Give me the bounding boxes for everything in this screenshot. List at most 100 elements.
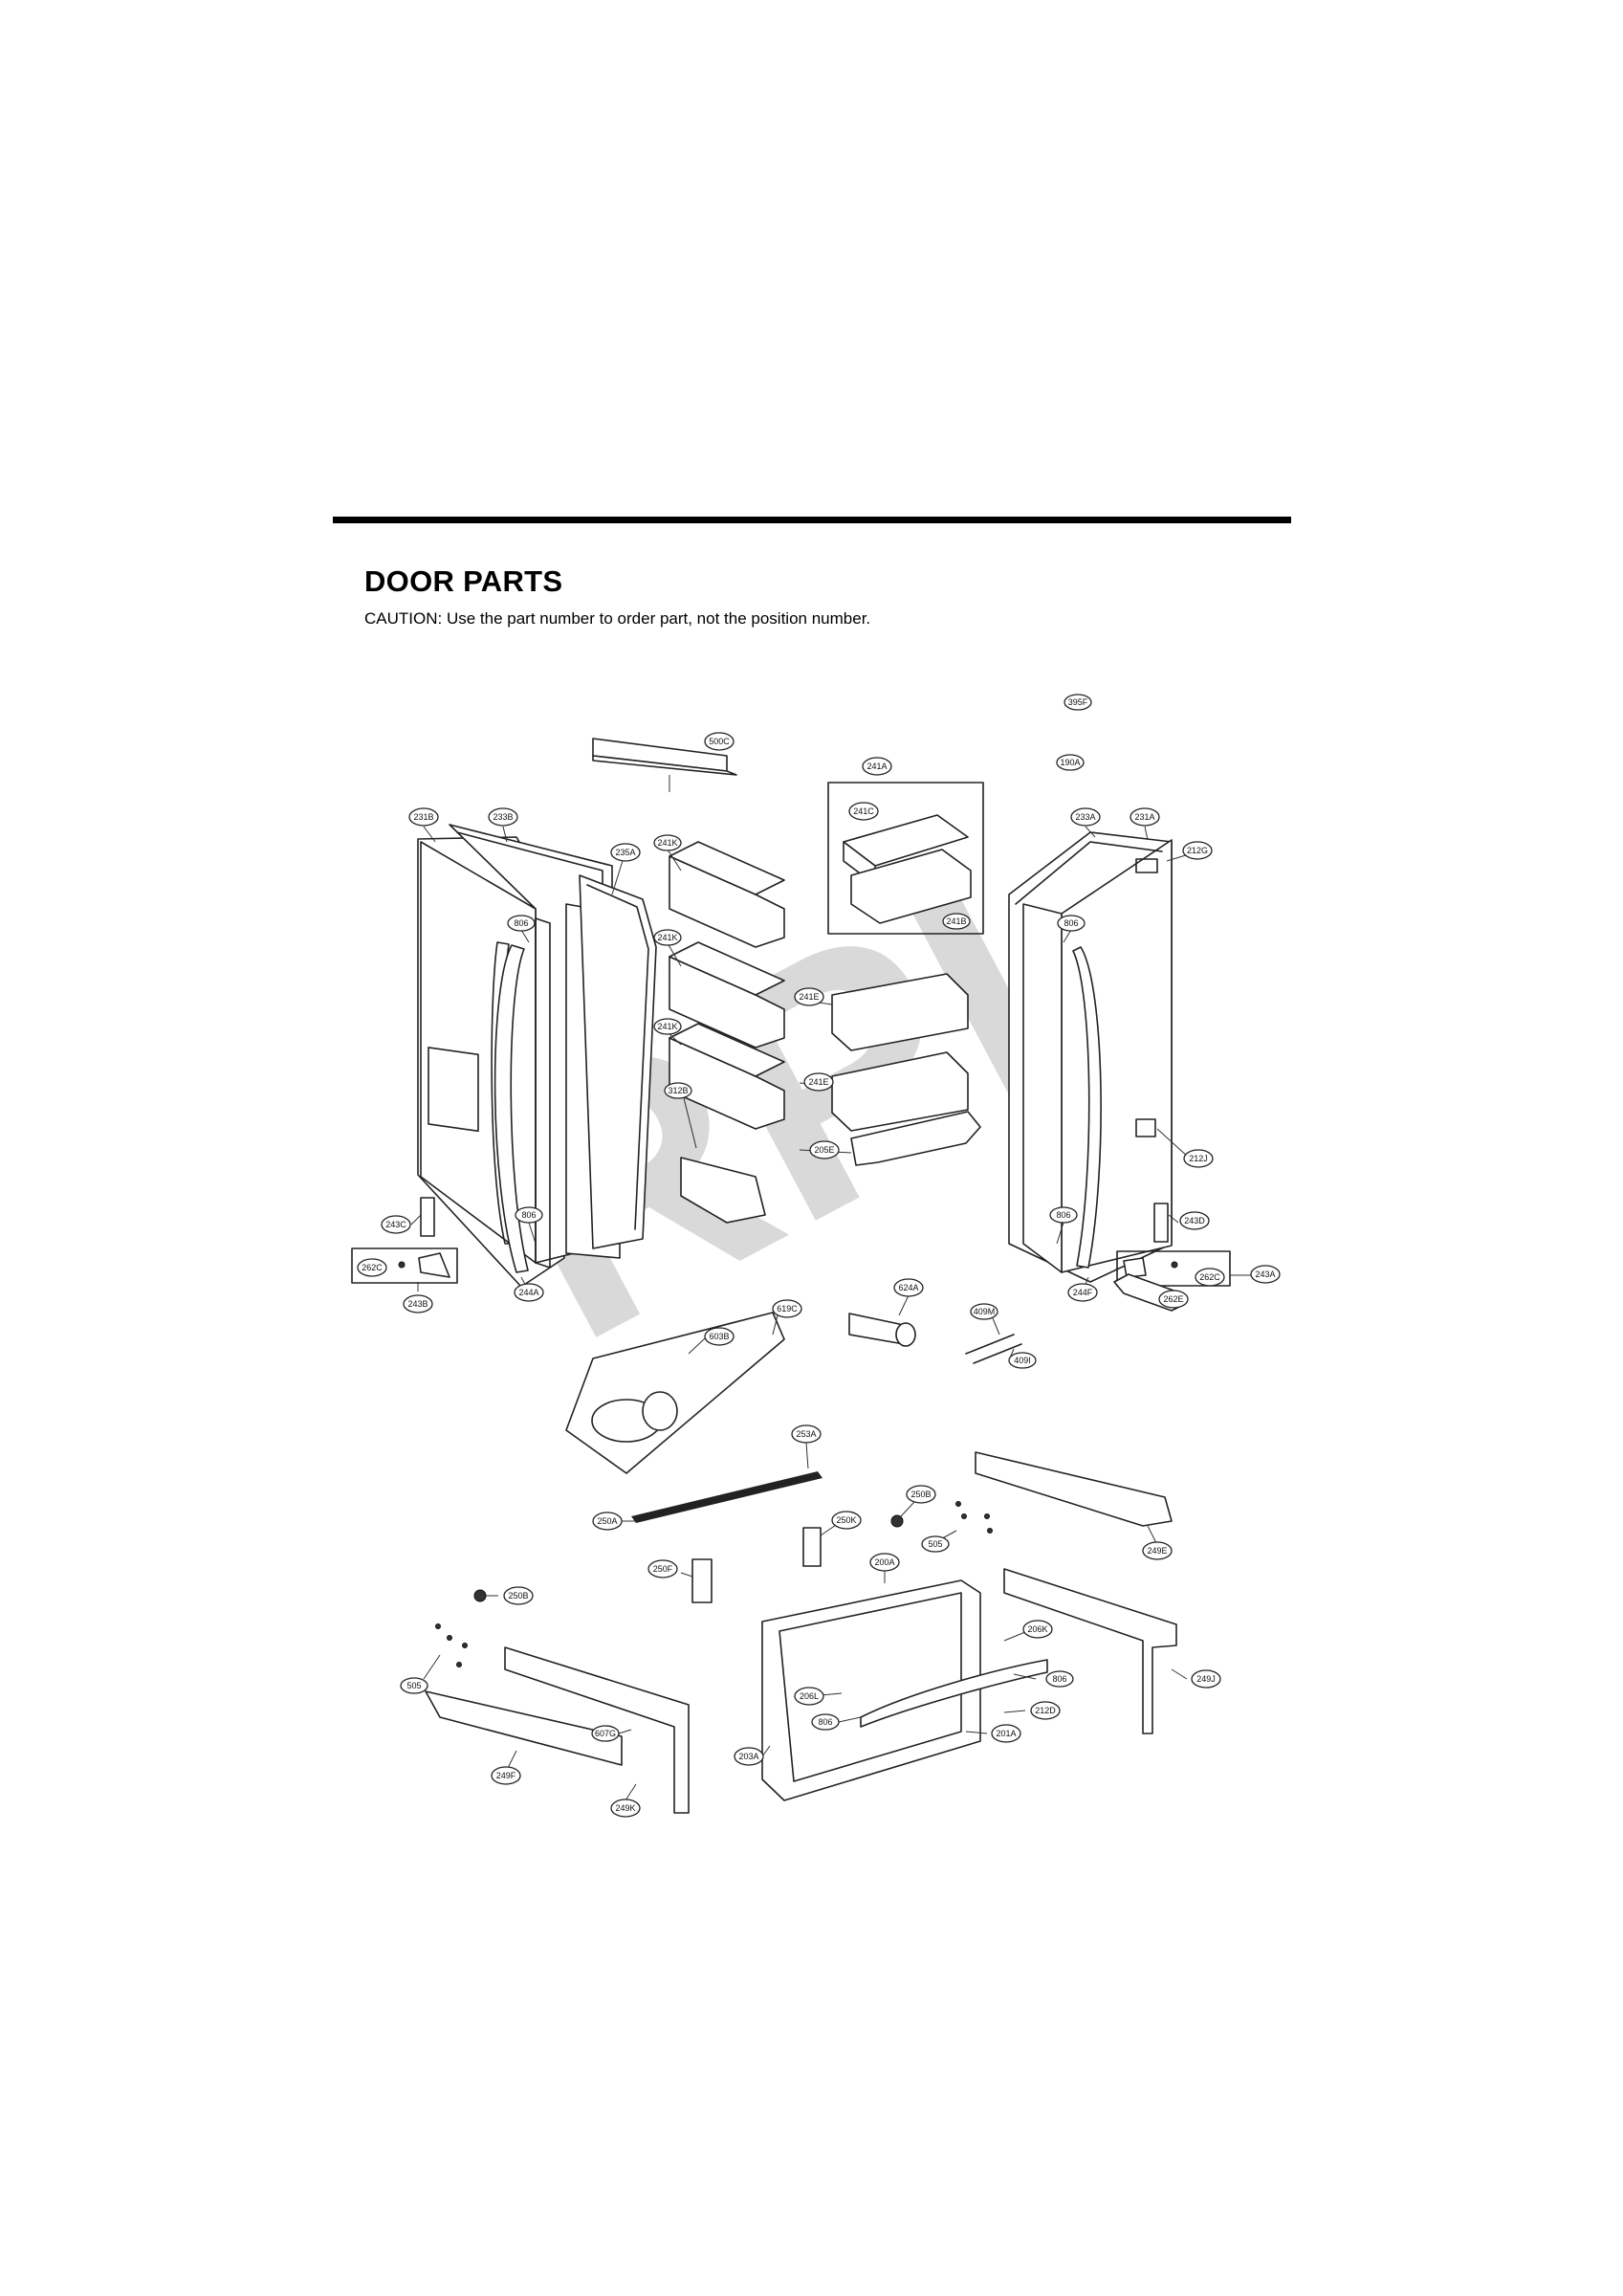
callout-250k: 250K (831, 1511, 862, 1530)
callout-624a: 624A (893, 1278, 924, 1297)
svg-text:806: 806 (1064, 918, 1078, 928)
callout-243b: 243B (403, 1294, 433, 1314)
svg-text:262C: 262C (362, 1263, 383, 1272)
svg-text:243C: 243C (385, 1220, 406, 1229)
svg-text:233A: 233A (1075, 812, 1095, 822)
callout-607g: 607G (591, 1725, 620, 1742)
callout-409m: 409M (970, 1303, 998, 1320)
callout-262c-2: 262C (1195, 1268, 1225, 1287)
svg-text:409M: 409M (974, 1307, 996, 1316)
svg-text:243D: 243D (1184, 1216, 1205, 1225)
callout-619c: 619C (772, 1299, 802, 1318)
callout-212j: 212J (1183, 1149, 1214, 1168)
svg-text:206K: 206K (1027, 1624, 1047, 1634)
svg-text:806: 806 (1052, 1674, 1066, 1684)
callout-262e: 262E (1158, 1290, 1189, 1309)
svg-text:806: 806 (818, 1717, 832, 1727)
callout-250f: 250F (647, 1559, 678, 1578)
callout-241b: 241B (942, 913, 971, 930)
callout-241k-1: 241K (653, 834, 682, 851)
svg-text:241K: 241K (657, 1022, 677, 1031)
left-hinge-group-box (351, 1247, 458, 1284)
callout-249k: 249K (610, 1799, 641, 1818)
callout-806-d: 806 (1049, 1206, 1078, 1224)
callout-212d: 212D (1030, 1701, 1061, 1720)
right-hinge-group-box (1116, 1250, 1231, 1287)
svg-text:395F: 395F (1068, 697, 1088, 707)
svg-text:253A: 253A (796, 1429, 816, 1439)
svg-text:241A: 241A (866, 762, 887, 771)
callout-244a: 244A (514, 1283, 544, 1302)
svg-text:262E: 262E (1163, 1294, 1183, 1304)
caution-note: CAUTION: Use the part number to order pa… (364, 609, 871, 628)
rail-249f (425, 1690, 623, 1766)
svg-text:409I: 409I (1014, 1356, 1031, 1365)
screws-505-lower (435, 1623, 468, 1667)
callout-205e: 205E (809, 1140, 840, 1159)
left-lower-hinge (351, 1197, 458, 1284)
svg-text:212G: 212G (1187, 846, 1208, 855)
svg-text:505: 505 (928, 1539, 942, 1549)
callout-233a: 233A (1070, 807, 1101, 827)
callout-250b-1: 250B (906, 1485, 936, 1504)
bracket-205e (850, 1111, 981, 1166)
svg-text:241E: 241E (808, 1077, 828, 1087)
svg-text:500C: 500C (709, 737, 730, 746)
svg-text:212J: 212J (1189, 1154, 1208, 1163)
svg-text:250A: 250A (597, 1516, 617, 1526)
bracket-250f (691, 1558, 713, 1603)
svg-text:200A: 200A (874, 1557, 894, 1567)
callout-200a: 200A (869, 1553, 900, 1572)
screws-505-upper (955, 1501, 993, 1534)
callout-190a: 190A (1056, 754, 1085, 771)
svg-text:241K: 241K (657, 933, 677, 942)
rods-409 (965, 1334, 1022, 1364)
callout-806-f: 806 (811, 1713, 840, 1731)
svg-text:806: 806 (521, 1210, 536, 1220)
top-cover-part (592, 738, 737, 792)
callout-500c: 500C (704, 732, 735, 751)
svg-text:250B: 250B (910, 1490, 931, 1499)
svg-text:250B: 250B (508, 1591, 528, 1601)
svg-text:241K: 241K (657, 838, 677, 848)
svg-text:231A: 231A (1134, 812, 1154, 822)
bracket-312b (680, 1157, 766, 1224)
svg-text:190A: 190A (1060, 758, 1080, 767)
callout-201a: 201A (991, 1724, 1021, 1743)
callout-806-b: 806 (1057, 915, 1086, 932)
callout-243a: 243A (1250, 1265, 1281, 1284)
svg-text:241B: 241B (946, 916, 966, 926)
callout-243c: 243C (381, 1215, 411, 1234)
callout-231b: 231B (408, 807, 439, 827)
callout-806-e: 806 (1045, 1670, 1074, 1688)
gasket-strip (631, 1471, 822, 1523)
svg-text:235A: 235A (615, 848, 635, 857)
svg-text:249E: 249E (1147, 1546, 1167, 1556)
filter-group-box (565, 1312, 785, 1474)
rail-249k (504, 1646, 690, 1814)
callout-312b: 312B (664, 1082, 692, 1099)
callout-241e-2: 241E (803, 1072, 834, 1092)
callout-806-c: 806 (515, 1206, 543, 1224)
svg-text:249J: 249J (1196, 1674, 1216, 1684)
svg-text:619C: 619C (777, 1304, 798, 1314)
svg-text:203A: 203A (738, 1752, 758, 1761)
callout-250b-2: 250B (503, 1586, 534, 1605)
gear-250b-lower (473, 1589, 487, 1602)
svg-text:806: 806 (1056, 1210, 1070, 1220)
callout-395f: 395F (1064, 694, 1092, 711)
svg-text:603B: 603B (709, 1332, 729, 1341)
bin-group-box (827, 782, 984, 935)
freezer-drawer-door (761, 1579, 981, 1801)
door-bin-241e-upper (831, 973, 969, 1051)
svg-text:205E: 205E (814, 1145, 834, 1155)
svg-text:243A: 243A (1255, 1269, 1275, 1279)
svg-text:233B: 233B (493, 812, 513, 822)
callout-241e-1: 241E (794, 987, 824, 1006)
callout-262c-1: 262C (357, 1258, 387, 1277)
svg-text:312B: 312B (668, 1086, 688, 1095)
right-door-handle (1072, 946, 1102, 1269)
callout-212g: 212G (1182, 841, 1213, 860)
callout-250a: 250A (592, 1512, 623, 1531)
